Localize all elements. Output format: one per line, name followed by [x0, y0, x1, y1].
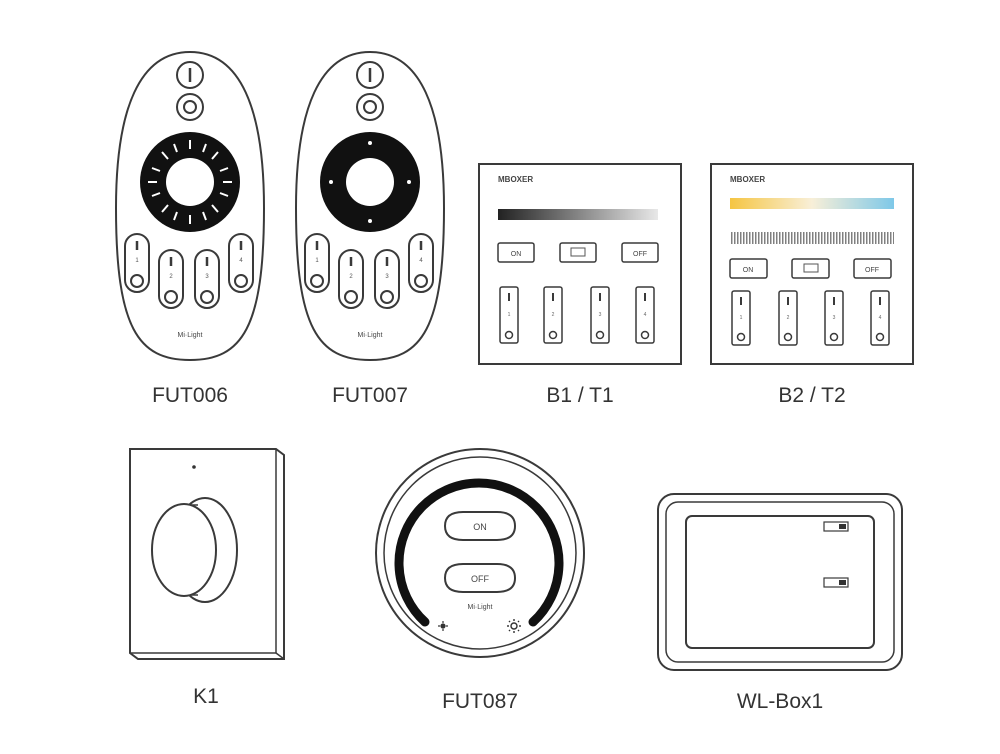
- brand-logo: Mi·Light: [468, 604, 493, 611]
- dim-sun-icon: [438, 621, 448, 631]
- rotary-knob[interactable]: [151, 497, 238, 603]
- fut007-remote: 1 2 3 4 Mi·Light: [294, 50, 446, 362]
- zone-label: 4: [644, 312, 647, 318]
- fut087-round-remote: ON OFF Mi·Light: [375, 448, 585, 658]
- zone-buttons[interactable]: [499, 286, 655, 344]
- off-button[interactable]: OFF: [853, 258, 892, 279]
- zone-label: 2: [349, 274, 353, 280]
- status-led: [192, 465, 196, 469]
- color-ring[interactable]: [140, 132, 240, 232]
- brand-logo: MBOXER: [498, 175, 533, 184]
- caption-fut087: FUT087: [442, 690, 518, 713]
- zone-label: 2: [169, 274, 173, 280]
- power-on-icon[interactable]: [176, 61, 204, 89]
- zone-label: 3: [385, 274, 389, 280]
- k1-rotary-panel: [129, 448, 285, 660]
- zone-label: 1: [508, 312, 511, 318]
- caption-k1: K1: [193, 685, 219, 708]
- zone-label: 3: [205, 274, 209, 280]
- power-indicator: [823, 577, 849, 588]
- zone-buttons[interactable]: [304, 233, 434, 309]
- bright-sun-icon: [507, 619, 521, 633]
- off-button[interactable]: OFF: [621, 242, 659, 263]
- brightness-slider[interactable]: [730, 232, 894, 244]
- mode-button[interactable]: [559, 242, 597, 263]
- color-temperature-slider[interactable]: [730, 198, 894, 209]
- on-button[interactable]: ON: [729, 258, 768, 279]
- zone-label: 3: [833, 315, 836, 321]
- zone-label: 1: [740, 315, 743, 321]
- off-label: OFF: [633, 251, 647, 258]
- power-off-icon[interactable]: [356, 93, 384, 121]
- zone-label: 4: [879, 315, 882, 321]
- caption-fut006: FUT006: [152, 384, 228, 407]
- zone-label: 4: [239, 258, 243, 264]
- caption-fut007: FUT007: [332, 384, 408, 407]
- on-label: ON: [511, 251, 522, 258]
- power-off-icon[interactable]: [176, 93, 204, 121]
- brightness-arc[interactable]: [394, 478, 564, 627]
- zone-label: 1: [315, 258, 319, 264]
- off-button[interactable]: OFF: [443, 563, 517, 593]
- mode-button[interactable]: [791, 258, 830, 279]
- zone-label: 2: [552, 312, 555, 318]
- zone-buttons[interactable]: [124, 233, 254, 309]
- caption-wlbox1: WL-Box1: [736, 690, 824, 713]
- b1t1-panel: MBOXER ON OFF 1 2 3 4: [478, 163, 682, 365]
- on-label: ON: [743, 267, 754, 274]
- zone-label: 3: [599, 312, 602, 318]
- brand-logo: Mi·Light: [178, 332, 203, 339]
- off-label: OFF: [865, 267, 879, 274]
- zone-label: 4: [419, 258, 423, 264]
- brand-logo: MBOXER: [730, 175, 765, 184]
- power-on-icon[interactable]: [356, 61, 384, 89]
- caption-b2t2: B2 / T2: [778, 384, 846, 407]
- fut006-remote: 1 2 3 4 Mi·Light: [114, 50, 266, 362]
- on-button[interactable]: ON: [443, 511, 517, 541]
- zone-label: 1: [135, 258, 139, 264]
- off-label: OFF: [471, 574, 489, 584]
- wlbox1-controller: [657, 493, 903, 671]
- dimmer-ring[interactable]: [320, 132, 420, 232]
- brightness-slider[interactable]: [498, 209, 658, 220]
- zone-label: 2: [787, 315, 790, 321]
- zone-buttons[interactable]: [731, 290, 890, 346]
- wifi-indicator: [823, 521, 849, 532]
- caption-b1t1: B1 / T1: [546, 384, 614, 407]
- on-button[interactable]: ON: [497, 242, 535, 263]
- on-label: ON: [473, 522, 487, 532]
- brand-logo: Mi·Light: [358, 332, 383, 339]
- b2t2-panel: MBOXER ON OFF 1 2 3 4: [710, 163, 914, 365]
